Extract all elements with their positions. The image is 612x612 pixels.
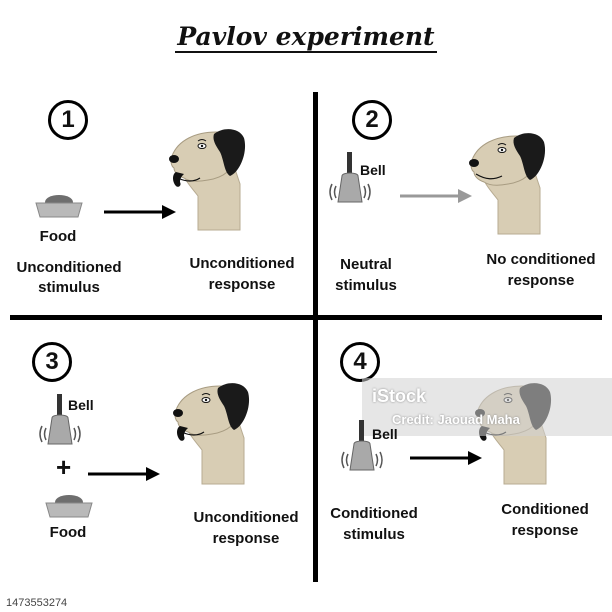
watermark-credit: Credit: Jaouad Maha [392,412,520,427]
response-label-line2: response [212,530,280,547]
bell-label: Bell [360,162,386,178]
step-number-4: 4 [340,342,380,382]
food-bowl-icon [45,495,93,518]
watermark-overlay [362,378,612,436]
stimulus-label-line1: Unconditioned [16,259,122,276]
page-title: Pavlov experiment [175,22,437,53]
stimulus-label-line2: stimulus [335,277,397,294]
step-number-2: 2 [352,100,392,140]
food-label: Food [49,524,87,541]
arrow-black [104,205,176,219]
response-label-line1: Unconditioned [189,255,295,272]
food-bowl-icon [35,195,83,218]
dog-salivating-icon [169,129,246,231]
bell-label: Bell [372,426,398,442]
stimulus-label-line1: Conditioned [330,505,418,522]
bell-ringing-icon [329,152,371,203]
horizontal-divider [10,315,602,320]
vertical-divider [313,92,318,582]
food-label: Food [39,228,77,245]
footer-bar [0,594,612,612]
plus-sign: + [56,452,72,482]
response-label-line1: Conditioned [501,501,589,518]
bell-ringing-icon [341,420,383,471]
arrow-grey [400,189,472,203]
step-number-1: 1 [48,100,88,140]
response-label-line2: response [511,522,579,539]
response-label-line2: response [507,272,575,289]
step-number-3: 3 [32,342,72,382]
bell-ringing-icon [39,394,81,445]
dog-salivating-icon [173,383,250,485]
response-label-line1: No conditioned [486,251,596,268]
bell-label: Bell [68,397,94,413]
response-label-line1: Unconditioned [193,509,299,526]
stimulus-label-line2: stimulus [38,279,100,296]
response-label-line2: response [208,276,276,293]
stimulus-label-line1: Neutral [340,256,392,273]
arrow-black [88,467,160,481]
dog-neutral-icon [469,133,546,235]
image-id-text: 1473553274 [6,597,68,609]
arrow-black [410,451,482,465]
watermark-text: iStock [372,386,427,406]
stimulus-label-line2: stimulus [343,526,405,543]
